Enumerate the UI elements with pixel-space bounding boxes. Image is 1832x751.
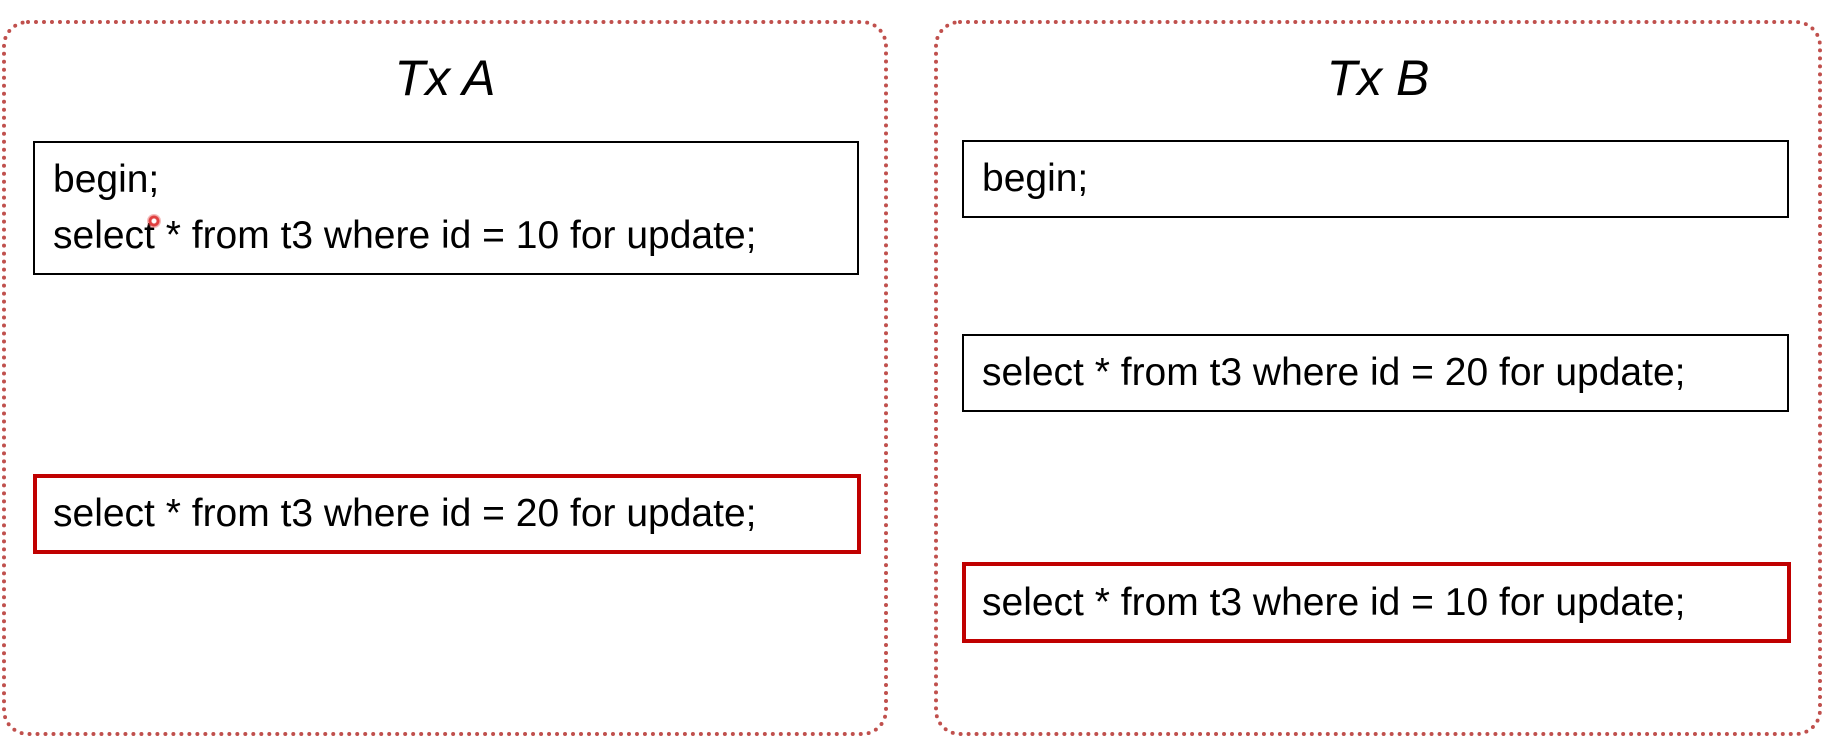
tx-a-statement-box: begin; select * from t3 where id = 10 fo… <box>33 141 859 275</box>
tx-a-title: Tx A <box>394 50 496 106</box>
tx-b-panel: Tx B begin; select * from t3 where id = … <box>934 20 1822 736</box>
statement-line: select * from t3 where id = 20 for updat… <box>982 351 1686 394</box>
statement-line: begin; <box>53 158 160 201</box>
tx-b-statement-box: select * from t3 where id = 20 for updat… <box>962 334 1789 412</box>
tx-b-title: Tx B <box>1326 50 1430 106</box>
statement-line: select * from t3 where id = 10 for updat… <box>982 580 1686 624</box>
tx-b-statement-box: begin; <box>962 140 1789 218</box>
statement-line: begin; <box>982 157 1089 200</box>
tx-b-blocked-statement-box: select * from t3 where id = 10 for updat… <box>962 562 1791 643</box>
tx-a-blocked-statement-box: select * from t3 where id = 20 for updat… <box>33 474 861 554</box>
statement-line: select * from t3 where id = 10 for updat… <box>53 214 757 257</box>
laser-pointer-icon <box>147 214 161 228</box>
tx-a-panel: Tx A begin; select * from t3 where id = … <box>2 20 888 736</box>
statement-line: select * from t3 where id = 20 for updat… <box>53 492 757 535</box>
